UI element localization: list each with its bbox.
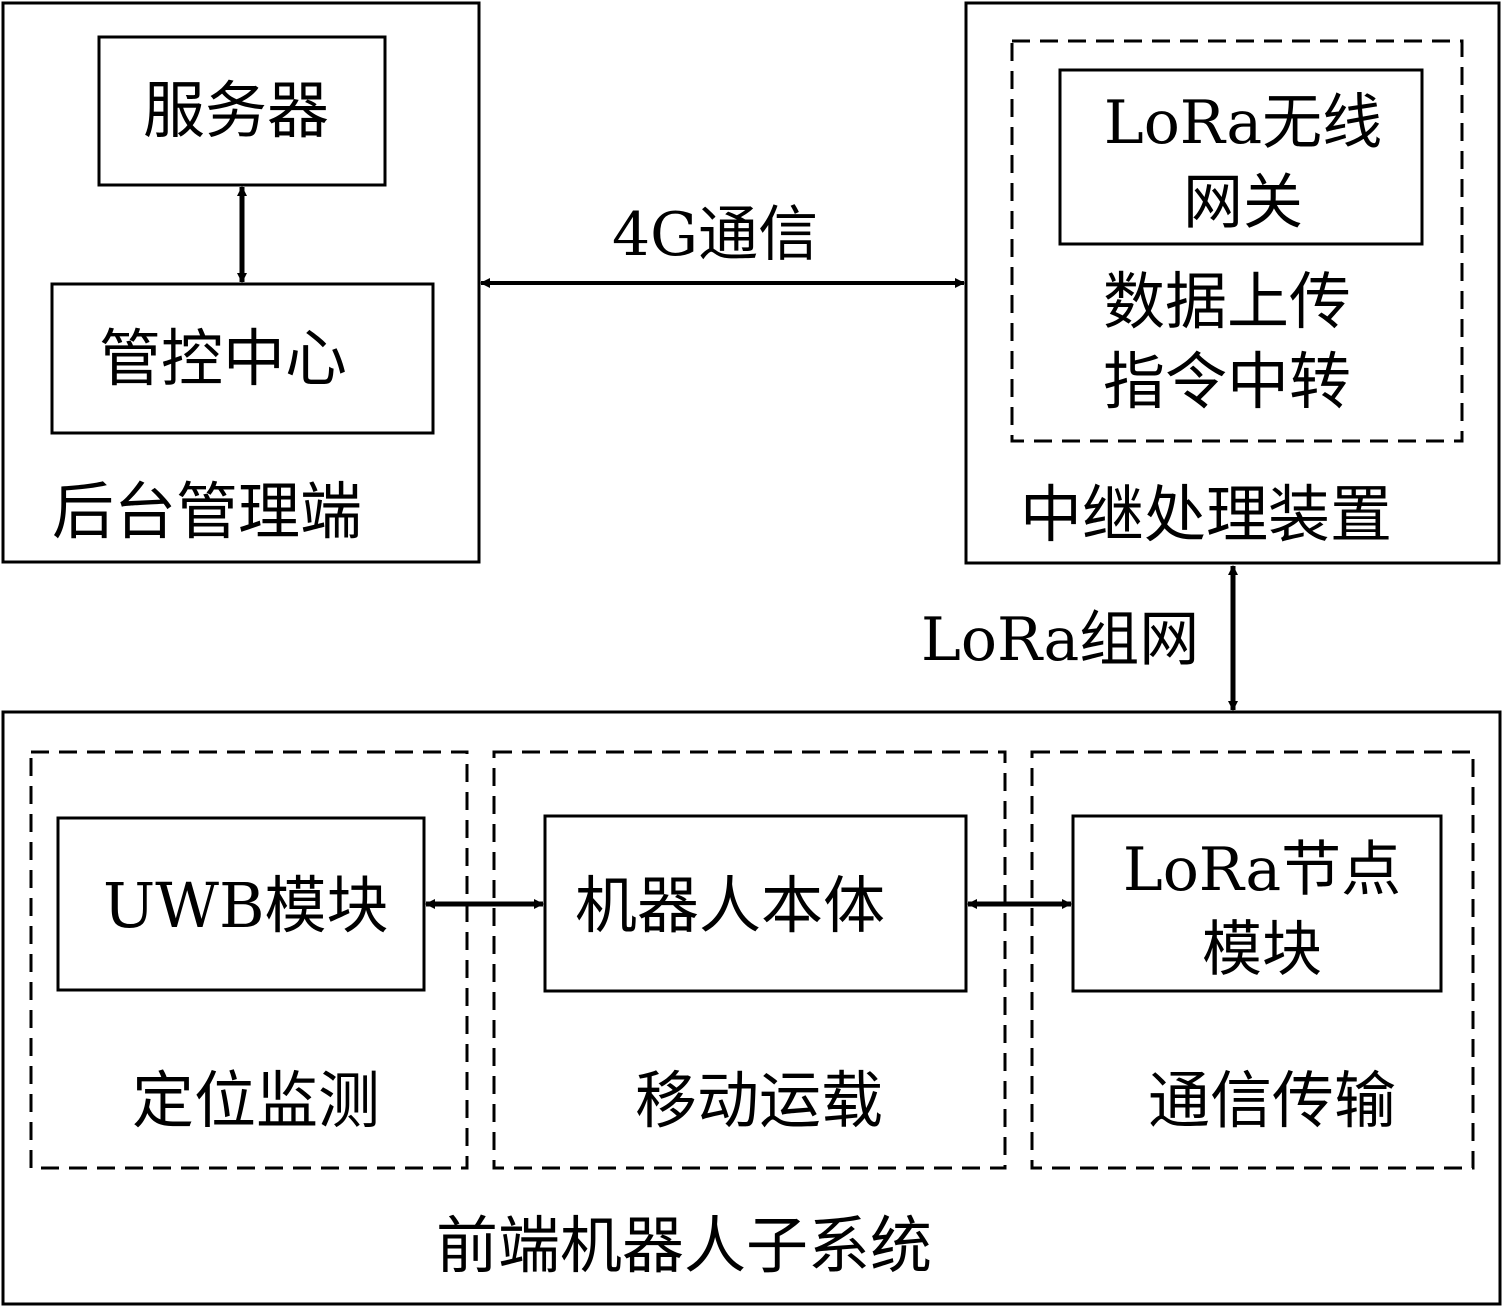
communication-dashed-group bbox=[1030, 750, 1475, 1170]
backend-title: 后台管理端 bbox=[52, 475, 363, 548]
mobile-dashed-group bbox=[492, 750, 1007, 1170]
frontend-box bbox=[1, 710, 1502, 1306]
positioning-label: 定位监测 bbox=[132, 1064, 381, 1137]
relay-function-line1: 数据上传 bbox=[1102, 265, 1351, 338]
uwb-module-box bbox=[56, 816, 426, 992]
uwb-module-label: UWB模块 bbox=[103, 869, 389, 942]
backend-box bbox=[1, 1, 481, 564]
lora-node-box bbox=[1071, 814, 1443, 993]
relay-dashed-group bbox=[1010, 39, 1464, 443]
positioning-dashed-group bbox=[29, 750, 469, 1170]
server-label: 服务器 bbox=[143, 74, 330, 147]
lora-gateway-label: LoRa无线 网关 bbox=[1088, 83, 1398, 243]
4g-link-label: 4G通信 bbox=[612, 200, 819, 270]
control-center-label: 管控中心 bbox=[99, 322, 348, 395]
lora-network-label: LoRa组网 bbox=[921, 605, 1200, 675]
relay-title: 中继处理装置 bbox=[1020, 478, 1393, 551]
communication-label: 通信传输 bbox=[1148, 1064, 1397, 1137]
relay-box bbox=[964, 1, 1501, 565]
lora-node-label: LoRa节点 模块 bbox=[1112, 830, 1412, 990]
lora-gateway-label-line2: 网关 bbox=[1183, 168, 1303, 238]
lora-node-label-line1: LoRa节点 bbox=[1122, 835, 1402, 905]
mobile-carrier-label: 移动运载 bbox=[635, 1064, 884, 1137]
server-box bbox=[97, 35, 387, 187]
lora-gateway-box bbox=[1058, 68, 1424, 246]
lora-node-label-line2: 模块 bbox=[1202, 915, 1322, 985]
robot-body-label: 机器人本体 bbox=[575, 869, 886, 942]
control-center-box bbox=[50, 282, 435, 435]
frontend-title: 前端机器人子系统 bbox=[436, 1209, 933, 1282]
relay-function-line2: 指令中转 bbox=[1102, 345, 1351, 418]
lora-gateway-label-line1: LoRa无线 bbox=[1103, 88, 1383, 158]
relay-function-label: 数据上传 指令中转 bbox=[1092, 262, 1362, 422]
robot-body-box bbox=[543, 814, 968, 993]
